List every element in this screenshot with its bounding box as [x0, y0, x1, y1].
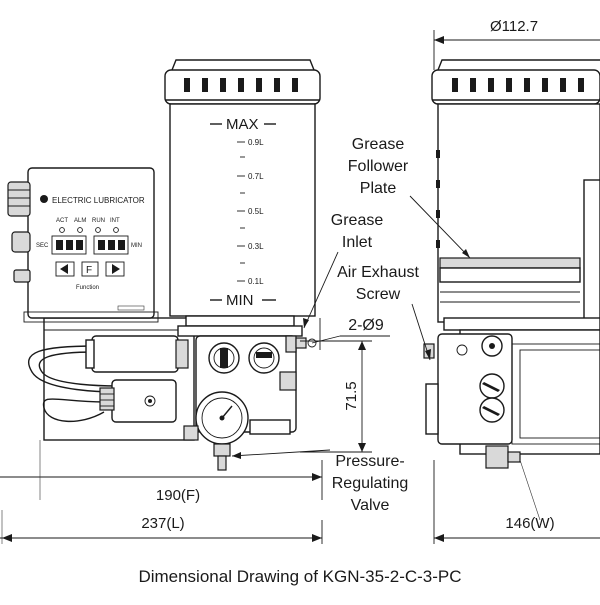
min-label: MIN: [226, 292, 254, 309]
front-view: ELECTRIC LUBRICATOR ACT ALM RUN INT SEC …: [0, 59, 372, 544]
level-0.5: 0.5L: [248, 207, 264, 216]
max-label: MAX: [226, 116, 259, 133]
callout-inlet-2: Inlet: [342, 234, 373, 251]
display-right: [93, 235, 129, 255]
controller: ELECTRIC LUBRICATOR ACT ALM RUN INT SEC …: [7, 167, 159, 323]
right-arrow-button[interactable]: [105, 261, 125, 277]
follower-plate: [439, 257, 581, 269]
level-0.7: 0.7L: [248, 172, 264, 181]
motor: [85, 335, 189, 373]
function-button[interactable]: F: [81, 261, 99, 277]
dim-146w-label: 146(W): [505, 515, 554, 532]
callout-valve-2: Regulating: [332, 475, 409, 492]
reservoir: MAX MIN 0.9L 0.7L 0.5L 0.3L 0.1L: [164, 59, 321, 337]
callout-valve-3: Valve: [351, 497, 390, 514]
level-0.3: 0.3L: [248, 242, 264, 251]
dim-71-5-label: 71.5: [343, 381, 360, 410]
unit-min: MIN: [131, 243, 142, 249]
callout-inlet-1: Grease: [331, 212, 384, 229]
pump-block: [183, 335, 317, 471]
function-label: Function: [76, 285, 99, 291]
callouts: Grease Follower Plate Grease Inlet Air E…: [231, 136, 471, 514]
caption: Dimensional Drawing of KGN-35-2-C-3-PC: [138, 567, 461, 586]
reservoir-body: [169, 103, 316, 317]
indicator-int: INT: [110, 218, 120, 224]
dim-190f-label: 190(F): [156, 487, 200, 504]
callout-exhaust-2: Screw: [356, 286, 401, 303]
indicator-alm: ALM: [74, 218, 86, 224]
dim-top-label: Ø112.7: [490, 18, 538, 35]
controller-title: ELECTRIC LUBRICATOR: [52, 196, 145, 205]
indicator-act: ACT: [56, 218, 68, 224]
callout-holes: 2-Ø9: [348, 317, 384, 334]
dim-237l-label: 237(L): [141, 515, 184, 532]
dim-71-5: 71.5: [300, 340, 372, 453]
left-arrow-button[interactable]: [55, 261, 75, 277]
logo-icon: [40, 195, 48, 203]
indicator-run: RUN: [92, 218, 105, 224]
cable-loop: [27, 345, 119, 393]
side-view: Ø112.7: [423, 18, 600, 544]
connector-box: [99, 379, 177, 423]
callout-exhaust-1: Air Exhaust: [337, 264, 419, 281]
dim-237l: 237(L): [0, 510, 323, 544]
callout-valve-1: Pressure-: [335, 453, 404, 470]
callout-follower-1: Grease: [352, 136, 405, 153]
dim-146w: 146(W): [433, 459, 600, 544]
dim-190f: 190(F): [0, 440, 323, 504]
level-0.1: 0.1L: [248, 277, 264, 286]
display-left: [51, 235, 87, 255]
dim-top: Ø112.7: [433, 18, 600, 70]
callout-follower-2: Follower: [348, 158, 409, 175]
unit-sec: SEC: [36, 243, 49, 249]
level-0.9: 0.9L: [248, 138, 264, 147]
callout-follower-3: Plate: [360, 180, 397, 197]
function-button-label: F: [86, 265, 92, 276]
